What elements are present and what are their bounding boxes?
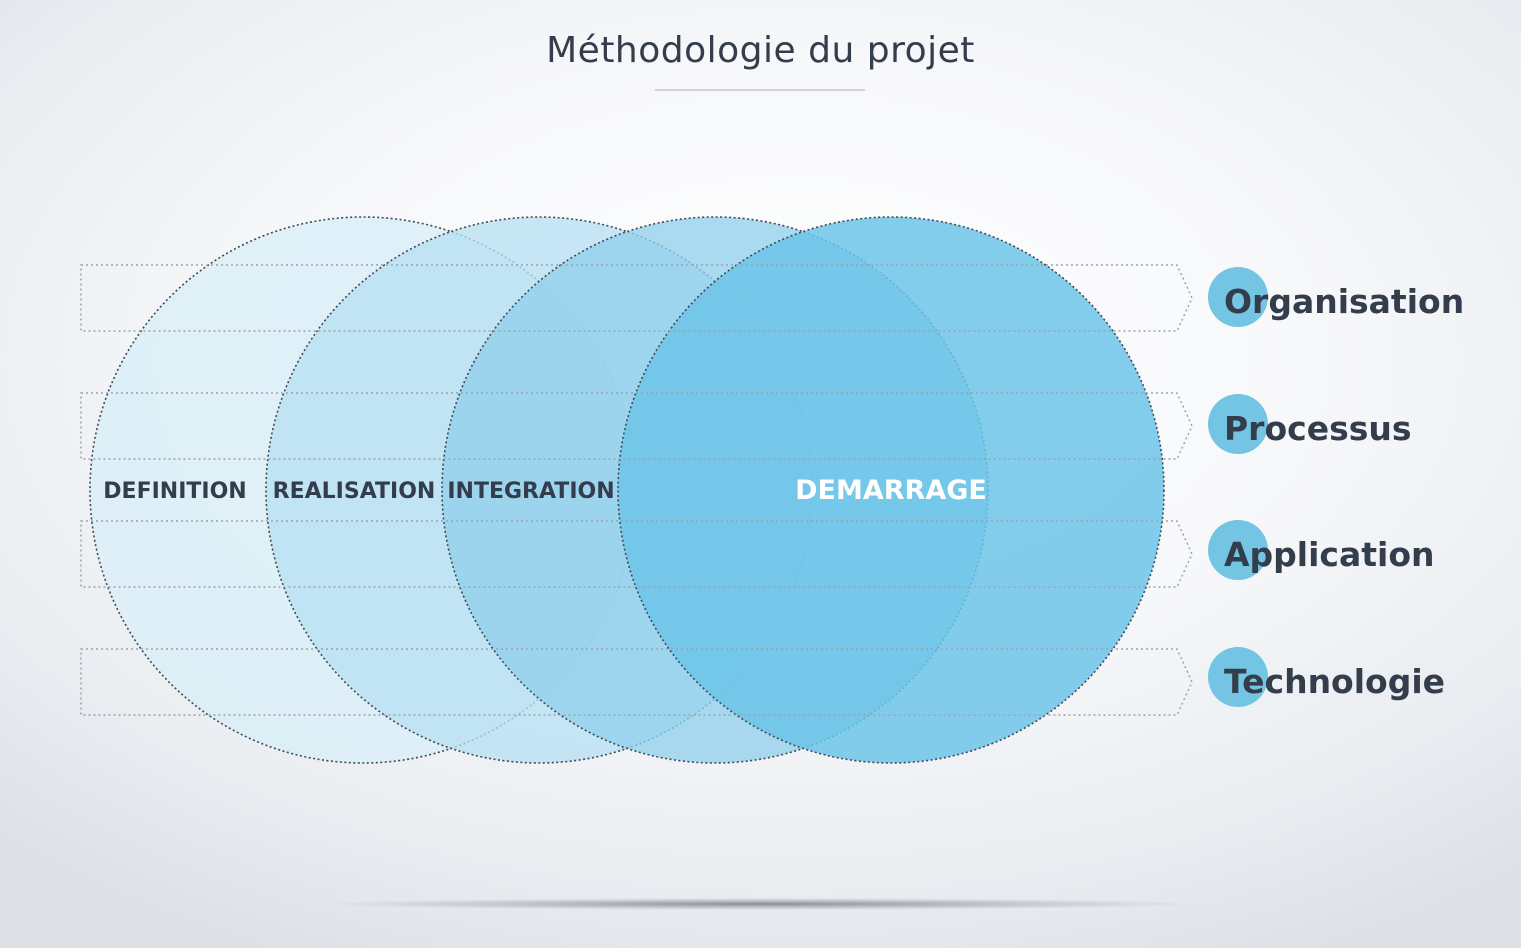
floor-shadow <box>330 898 1190 910</box>
phase-labels: DEFINITION REALISATION INTEGRATION DEMAR… <box>103 475 987 506</box>
bullet-dot-application <box>1208 520 1268 580</box>
layer-label-application: Application <box>1224 535 1435 574</box>
layer-band-organisation <box>80 264 1193 332</box>
layer-band-application <box>80 520 1193 588</box>
layer-band-technologie <box>80 648 1193 716</box>
phase-circles <box>89 216 1165 764</box>
phase-label-integration: INTEGRATION <box>447 479 614 504</box>
title-divider <box>655 89 865 91</box>
layer-label-processus: Processus <box>1224 409 1412 448</box>
layer-band-processus <box>80 392 1193 460</box>
layer-label-organisation: Organisation <box>1224 282 1464 321</box>
phase-label-definition: DEFINITION <box>103 479 246 504</box>
layer-label-technologie: Technologie <box>1224 662 1445 701</box>
bullet-dot-organisation <box>1208 267 1268 327</box>
bullet-dot-processus <box>1208 394 1268 454</box>
page-title: Méthodologie du projet <box>546 30 975 71</box>
bullet-dot-technologie <box>1208 647 1268 707</box>
phase-label-demarrage: DEMARRAGE <box>795 475 987 506</box>
layer-legend: Organisation Processus Application Techn… <box>1208 267 1464 707</box>
layer-bands <box>80 264 1193 716</box>
phase-label-realisation: REALISATION <box>273 479 436 504</box>
phase-circle-demarrage <box>617 216 1165 764</box>
